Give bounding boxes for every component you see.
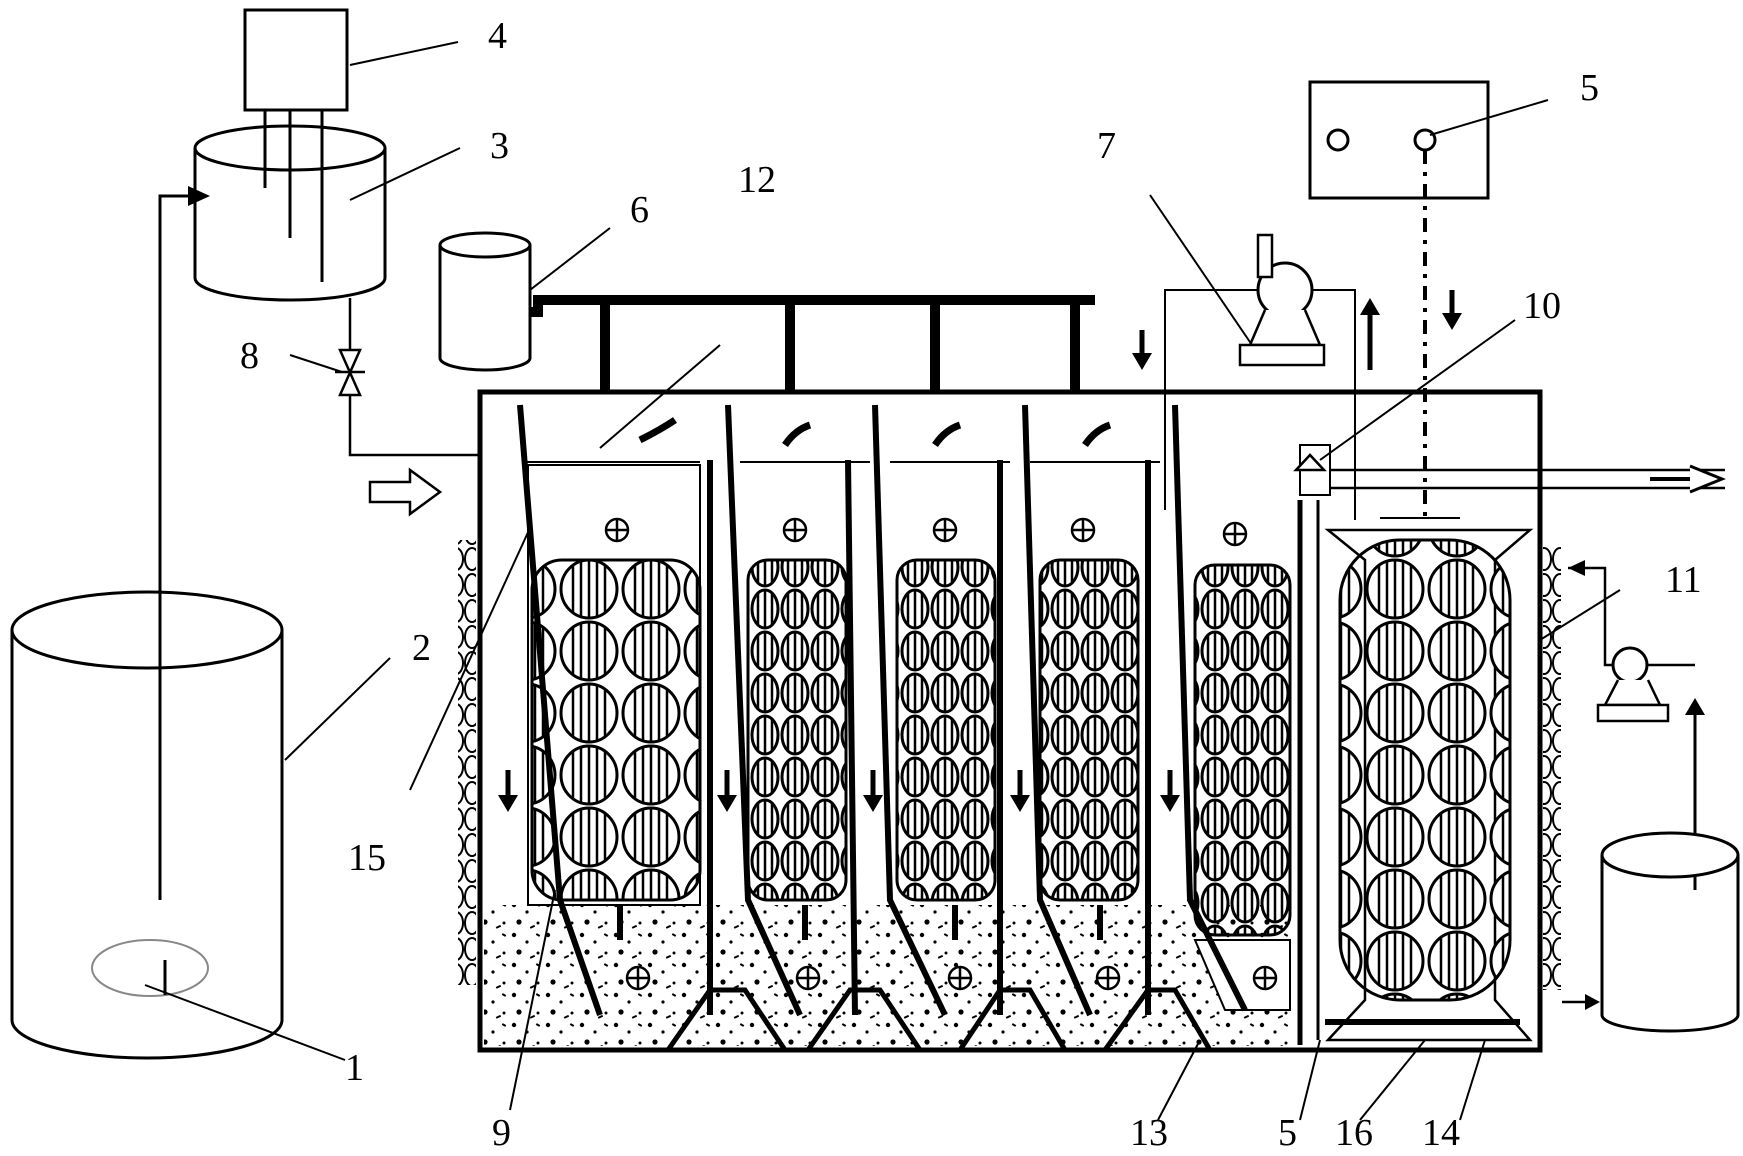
label-7: 7: [1097, 125, 1116, 167]
hopper-bottoms: [665, 987, 1213, 1052]
controller-box: [1308, 80, 1490, 520]
mixer-motor: [243, 8, 349, 282]
air-header: [530, 295, 1095, 395]
heating-belt-right: [1543, 545, 1561, 990]
bio-module-5: [1193, 563, 1292, 1011]
final-chamber: [1297, 444, 1534, 1045]
baffle-walls: [517, 404, 1248, 1017]
bio-module-4: [1038, 558, 1140, 940]
inflow-arrow: [368, 467, 443, 517]
raw-water-tank: [10, 590, 284, 1060]
label-8: 8: [240, 335, 259, 377]
heating-belt-left: [458, 540, 476, 985]
sludge-zone: [484, 905, 1289, 1046]
dosing-valve: [335, 348, 365, 397]
label-5-bottom: 5: [1278, 1112, 1297, 1154]
reflux-tank: [1562, 831, 1740, 1033]
bio-module-1: [527, 464, 702, 940]
bio-module-2: [746, 558, 848, 940]
submersible-pump: [91, 939, 209, 997]
label-15: 15: [348, 837, 386, 879]
label-9: 9: [492, 1112, 511, 1154]
label-14: 14: [1422, 1112, 1460, 1154]
leader-lines: [144, 41, 1621, 1121]
label-11: 11: [1665, 559, 1702, 601]
label-3: 3: [490, 125, 509, 167]
label-16: 16: [1335, 1112, 1373, 1154]
blower: [438, 231, 532, 372]
pump-icon: [1164, 233, 1356, 520]
label-5-top: 5: [1580, 67, 1599, 109]
label-10: 10: [1523, 285, 1561, 327]
feed-pipe: [158, 194, 206, 900]
reflux-pump: [1568, 560, 1695, 723]
bio-module-3: [895, 558, 997, 940]
label-4: 4: [488, 15, 507, 57]
valve-icon: [1293, 453, 1327, 472]
label-12: 12: [738, 159, 776, 201]
down-arrow-icon: [498, 290, 1462, 812]
feed-pipe-arrow: [188, 186, 210, 206]
outflow-pipe: [1330, 468, 1725, 490]
label-13: 13: [1130, 1112, 1168, 1154]
aeration-arrows: [638, 417, 1112, 448]
aerator-icon: [604, 517, 1278, 991]
label-6: 6: [630, 189, 649, 231]
label-2: 2: [412, 627, 431, 669]
label-1: 1: [345, 1047, 364, 1089]
